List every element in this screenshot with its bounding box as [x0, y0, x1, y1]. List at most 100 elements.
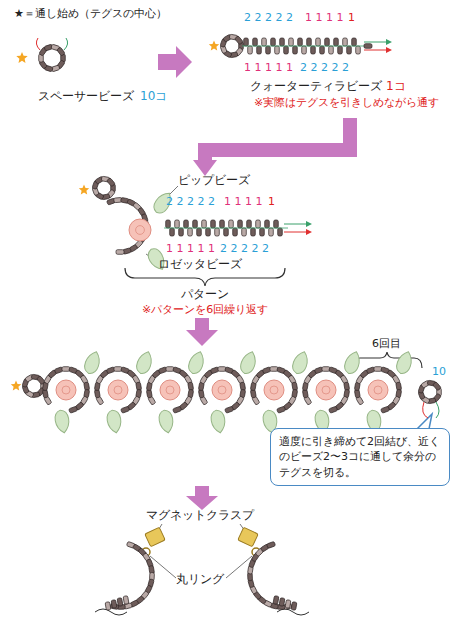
bead [257, 46, 262, 54]
rosetta-bead [136, 226, 145, 235]
label: ★＝通し始め（テグスの中心） [14, 8, 167, 21]
bead [298, 38, 303, 46]
step-arrow [205, 118, 350, 162]
bead [175, 220, 180, 228]
bead [352, 38, 357, 46]
start-star [11, 381, 21, 391]
bead [225, 406, 234, 413]
magnet-clasp [145, 527, 165, 546]
bead [302, 46, 307, 54]
bead [224, 228, 229, 236]
rosetta-bead [62, 386, 70, 394]
bead [166, 220, 171, 228]
bead [238, 220, 243, 228]
label: 1 1 1 1 1 [166, 243, 215, 256]
bead [170, 228, 175, 236]
pip-bead [186, 349, 207, 375]
bead [347, 46, 352, 54]
thread [242, 46, 368, 47]
label: 丸リング [176, 573, 224, 587]
rosetta-bead [368, 380, 388, 400]
bead [269, 228, 274, 236]
bead [215, 228, 220, 236]
bead [279, 598, 285, 607]
bead [271, 38, 276, 46]
label: 2 2 2 2 2 [220, 243, 269, 256]
bead [229, 220, 234, 228]
label: 1 1 1 1 [224, 196, 262, 209]
bead [338, 46, 343, 54]
magnet-clasp [238, 527, 258, 546]
bead [123, 596, 129, 605]
bead [202, 220, 207, 228]
bead [275, 46, 280, 54]
label: ※パターンを6回繰り返す [142, 304, 268, 317]
bead [121, 406, 130, 413]
bead [277, 406, 286, 413]
bead [265, 220, 270, 228]
thread [436, 402, 439, 418]
label: スペーサービーズ [38, 90, 134, 104]
thread [164, 228, 288, 229]
bead [364, 44, 372, 49]
bead [316, 38, 321, 46]
label: 1 1 1 1 [305, 12, 343, 25]
label: マグネットクラスプ [146, 509, 254, 523]
bead [320, 46, 325, 54]
label: 2 2 2 2 2 [244, 12, 293, 25]
step-arrow [186, 486, 218, 510]
pip-bead [210, 409, 227, 434]
bead [274, 220, 279, 228]
rosetta-bead [374, 386, 382, 394]
label: 1 1 1 1 1 [244, 62, 293, 75]
bead [116, 250, 124, 255]
bead [253, 38, 258, 46]
thread-arrow [306, 221, 312, 227]
rosetta-bead [316, 380, 336, 400]
generated-beads [11, 34, 442, 610]
bead [220, 220, 225, 228]
thread-arrow [386, 39, 392, 45]
bead [173, 406, 182, 413]
label: 1コ [386, 80, 406, 94]
label: 2 2 2 2 2 [300, 62, 349, 75]
bead [197, 228, 202, 236]
thread-arrow [386, 47, 392, 53]
rosetta-bead [218, 386, 226, 394]
bead [260, 228, 265, 236]
rosetta-bead [56, 380, 76, 400]
bead [285, 600, 291, 609]
bead [211, 220, 216, 228]
pip-bead [54, 409, 71, 434]
bead [235, 36, 244, 45]
rosetta-bead [129, 219, 151, 241]
bead [256, 220, 261, 228]
start-star [209, 41, 219, 51]
bead [329, 46, 334, 54]
label: クォーターティラビーズ [250, 80, 382, 94]
bead [188, 228, 193, 236]
start-star [16, 52, 27, 63]
thread [364, 50, 386, 51]
thread [64, 38, 68, 50]
label: 2 2 2 2 2 [166, 196, 215, 209]
callout-box: 適度に引き締めて2回結び、近くのビーズ2〜3コに通して余分のテグスを切る。 [270, 428, 450, 486]
bead [244, 38, 249, 46]
bead [381, 406, 390, 413]
thread-arrow [306, 229, 312, 235]
label: 10コ [140, 90, 167, 104]
label: 1 [268, 196, 275, 209]
rosetta-bead [212, 380, 232, 400]
bead [107, 178, 116, 187]
pip-bead [238, 349, 259, 375]
bead [334, 38, 339, 46]
bead [291, 602, 297, 611]
rosetta-bead [264, 380, 284, 400]
bead [206, 228, 211, 236]
bead [262, 38, 267, 46]
start-star [79, 185, 89, 195]
step-arrow [186, 318, 218, 346]
bead [248, 46, 253, 54]
bead [57, 47, 65, 56]
pip-bead [394, 349, 415, 375]
